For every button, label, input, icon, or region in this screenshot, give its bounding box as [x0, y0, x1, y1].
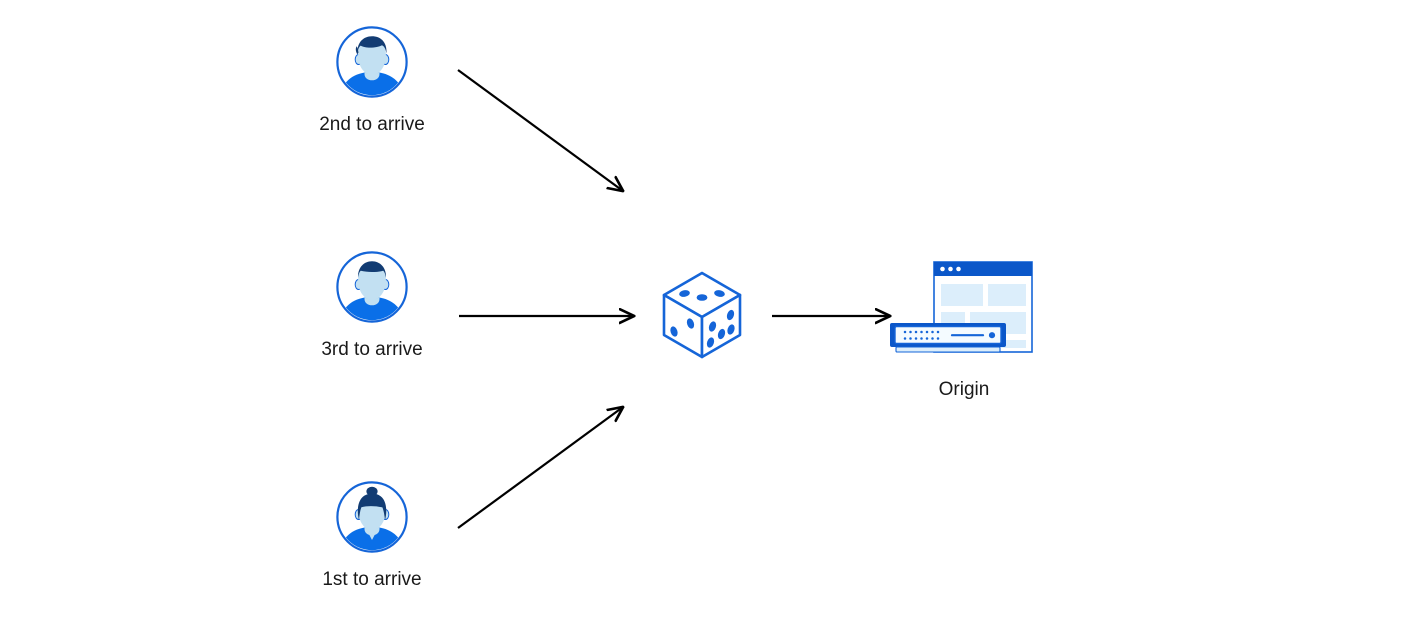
- node-randomizer[interactable]: [656, 268, 748, 362]
- node-label-visitor-3rd: 3rd to arrive: [321, 339, 423, 360]
- node-label-visitor-2nd: 2nd to arrive: [319, 114, 425, 135]
- node-label-visitor-1st: 1st to arrive: [322, 569, 422, 590]
- user-avatar-icon: [335, 250, 409, 324]
- node-visitor-3rd[interactable]: 3rd to arrive: [302, 250, 442, 362]
- dice-icon: [656, 268, 748, 362]
- node-visitor-2nd[interactable]: 2nd to arrive: [302, 25, 442, 137]
- user-avatar-icon: [335, 25, 409, 99]
- node-origin[interactable]: Origin: [884, 258, 1044, 402]
- node-label-origin: Origin: [938, 379, 990, 400]
- arrow-1st-to-dice: [457, 407, 623, 529]
- origin-server-icon: [884, 258, 1044, 366]
- server-appliance-icon: [890, 323, 1006, 353]
- node-visitor-1st[interactable]: 1st to arrive: [302, 480, 442, 592]
- arrow-2nd-to-dice: [457, 69, 623, 191]
- user-avatar-icon: [335, 480, 409, 554]
